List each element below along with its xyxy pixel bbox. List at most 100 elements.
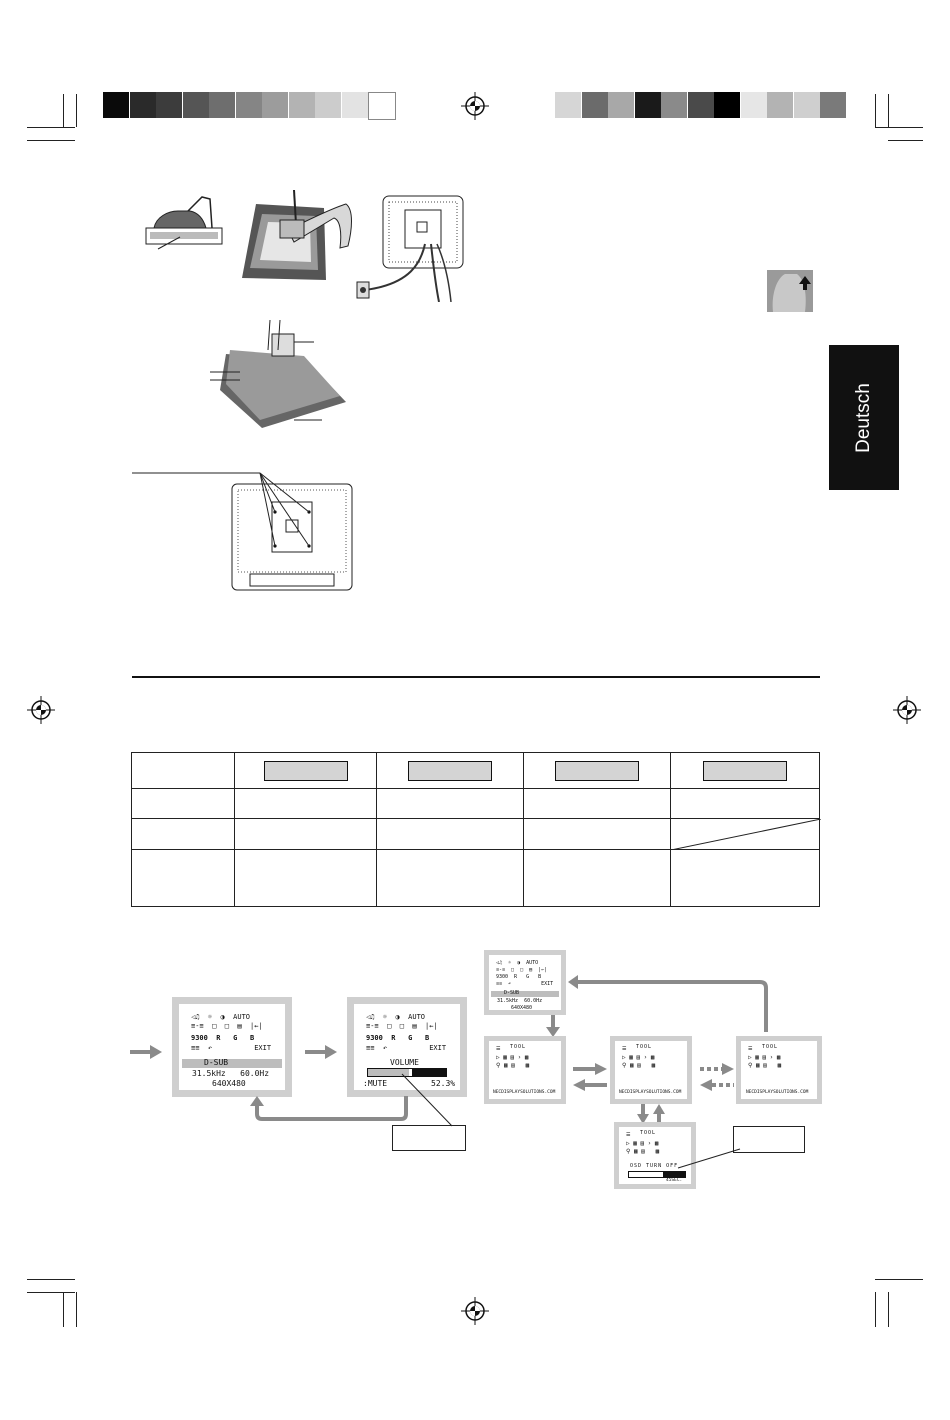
osd-volume-menu: ◁♫ ☼ ◑ AUTO ≡-≡ □ □ ▤ |←| 9300 R G B ≡≡ … — [347, 997, 467, 1097]
osd-icon-row: ≡≡ ↶ EXIT — [496, 981, 554, 987]
color-swatch — [581, 92, 608, 118]
arrow-right-icon — [305, 1045, 337, 1059]
color-swatch — [661, 92, 687, 118]
crop-mark — [27, 140, 75, 141]
color-swatch — [714, 92, 740, 118]
osd-icon-row: ≡≡ ↶ EXIT — [366, 1044, 447, 1052]
crop-mark — [63, 94, 64, 127]
osd-tool-icons: ▷ ▦ ▤ › ▩ — [626, 1140, 659, 1147]
section-divider — [132, 676, 820, 678]
table-cell — [523, 849, 671, 907]
vesa-mount-rear-illustration — [132, 472, 353, 591]
stand-removal-illustration — [242, 190, 352, 280]
osd-url: NECDISPLAYSOLUTIONS.COM — [493, 1090, 556, 1095]
osd-tool-menu: ☰ TOOL ▷ ▦ ▤ › ▩ ⚲ ▦ ▤ ▩ NECDISPLAYSOLUT… — [736, 1036, 822, 1104]
osd-icon-row: ≡≡ ↶ EXIT — [191, 1044, 272, 1052]
osd-icon-row: ≡-≡ □ □ ▤ |←| — [496, 967, 548, 973]
osd-volume-bar-fill — [368, 1069, 409, 1076]
table-cell — [234, 752, 377, 789]
osd-tool-icon: ☰ — [622, 1046, 627, 1052]
crop-mark — [888, 1279, 923, 1280]
crop-mark — [875, 94, 876, 127]
crop-mark — [27, 1292, 75, 1293]
table-cell — [523, 788, 671, 819]
osd-tool-icons: ⚲ ▦ ▤ ▩ — [748, 1062, 782, 1069]
color-swatch — [634, 92, 661, 118]
table-cell — [523, 752, 671, 789]
controls-table — [131, 752, 821, 907]
osd-tool-icons: ▷ ▦ ▤ › ▩ — [748, 1054, 781, 1061]
callout-leader — [677, 1148, 741, 1169]
callout-leader — [401, 1073, 453, 1127]
osd-tool-title: TOOL — [762, 1044, 779, 1050]
osd-main-menu: ◁♫ ☼ ◑ AUTO ≡-≡ □ □ ▤ |←| 9300 R G B ≡≡ … — [172, 997, 292, 1097]
osd-tool-icons: ⚲ ▦ ▤ ▩ — [496, 1062, 530, 1069]
osd-small-menu: ◁♫ ☼ ◑ AUTO ≡-≡ □ □ ▤ |←| 9300 R G B ≡≡ … — [484, 950, 566, 1015]
table-cell — [131, 752, 235, 789]
osd-url: NECDISPLAYSOLUTIONS.COM — [746, 1090, 809, 1095]
table-cell — [131, 849, 235, 907]
crop-mark — [888, 94, 889, 127]
osd-url: NECDISPLAYSOLUTIONS.COM — [619, 1090, 682, 1095]
registration-mark-icon — [893, 696, 921, 724]
crop-mark — [27, 127, 75, 128]
table-cell — [670, 752, 820, 789]
osd-timer-bar — [628, 1171, 686, 1178]
color-swatch — [235, 92, 262, 118]
crop-mark — [888, 1292, 889, 1327]
color-swatch — [341, 92, 368, 118]
return-arrow-icon — [568, 975, 768, 1032]
osd-turn-off-label: OSD TURN OFF — [630, 1163, 679, 1169]
osd-tool-icon: ☰ — [748, 1046, 753, 1052]
osd-resolution: 640X480 — [511, 1005, 533, 1011]
color-calibration-bar-left — [103, 92, 396, 120]
color-swatch — [687, 92, 714, 118]
table-cell — [376, 752, 524, 789]
color-swatch — [767, 92, 793, 118]
osd-icon-row: 9300 R G B — [496, 974, 542, 980]
osd-volume-title: VOLUME — [390, 1058, 419, 1067]
monitor-rear-cables-illustration — [356, 195, 464, 302]
cable-cover-illustration — [767, 270, 813, 312]
osd-tool-icon: ☰ — [496, 1046, 501, 1052]
color-swatch — [262, 92, 288, 118]
monitor-on-cushion-illustration — [145, 196, 223, 250]
osd-tool-icons: ⚲ ▦ ▤ ▩ — [626, 1148, 660, 1155]
osd-timer-seconds: 45SEC. — [666, 1178, 683, 1183]
osd-frequency: 31.5kHz 60.0Hz — [497, 998, 543, 1004]
vertical-bidirectional-arrow-icon — [637, 1104, 665, 1124]
language-tab-label: Deutsch — [853, 382, 874, 453]
button-chip — [408, 760, 492, 781]
table-cell — [376, 849, 524, 907]
osd-tool-menu: ☰ TOOL ▷ ▦ ▤ › ▩ ⚲ ▦ ▤ ▩ NECDISPLAYSOLUT… — [484, 1036, 566, 1104]
table-cell — [670, 788, 820, 819]
crop-mark — [888, 140, 923, 141]
color-swatch — [182, 92, 209, 118]
osd-tool-icons: ⚲ ▦ ▤ ▩ — [622, 1062, 656, 1069]
osd-icon-row: ≡-≡ □ □ ▤ |←| — [366, 1022, 438, 1030]
color-swatch — [288, 92, 315, 118]
registration-mark-icon — [461, 1297, 489, 1325]
table-cell — [376, 788, 524, 819]
osd-tool-title: TOOL — [636, 1044, 653, 1050]
color-swatch — [368, 92, 396, 120]
osd-tool-title: TOOL — [640, 1130, 657, 1136]
osd-icon-row: ◁♫ ☼ ◑ AUTO — [366, 1013, 426, 1021]
table-cell — [670, 849, 820, 907]
return-arrow-icon — [250, 1096, 408, 1121]
osd-tool-menu: ☰ TOOL ▷ ▦ ▤ › ▩ ⚲ ▦ ▤ ▩ NECDISPLAYSOLUT… — [610, 1036, 692, 1104]
button-chip — [263, 760, 348, 781]
osd-icon-row: ≡-≡ □ □ ▤ |←| — [191, 1022, 263, 1030]
osd-icon-row: 9300 R G B — [366, 1034, 430, 1042]
table-cell — [131, 818, 235, 850]
arrow-down-icon — [546, 1015, 560, 1037]
color-swatch — [156, 92, 182, 118]
osd-screen — [179, 1004, 285, 1090]
button-chip — [703, 760, 787, 781]
crop-mark — [27, 1279, 75, 1280]
stand-base-illustration — [210, 320, 346, 428]
table-cell — [523, 818, 671, 850]
osd-timer-bar-fill — [663, 1172, 685, 1177]
crop-mark — [76, 1292, 77, 1327]
registration-mark-icon — [461, 92, 489, 120]
